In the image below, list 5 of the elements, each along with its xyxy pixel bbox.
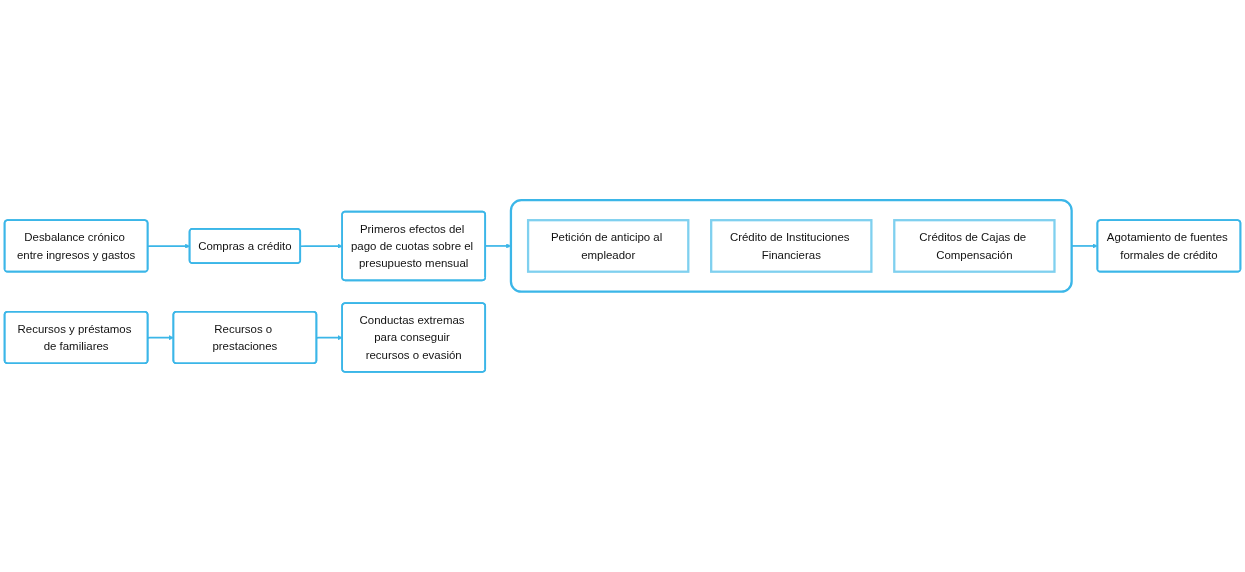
node-box: Créditos de Cajas de Compensación: [893, 219, 1056, 273]
arrow: [147, 335, 174, 341]
node-box: Petición de anticipo al empleador: [526, 219, 690, 273]
cluster: [509, 199, 1073, 293]
node-box: Crédito de Instituciones Financieras: [710, 219, 873, 273]
